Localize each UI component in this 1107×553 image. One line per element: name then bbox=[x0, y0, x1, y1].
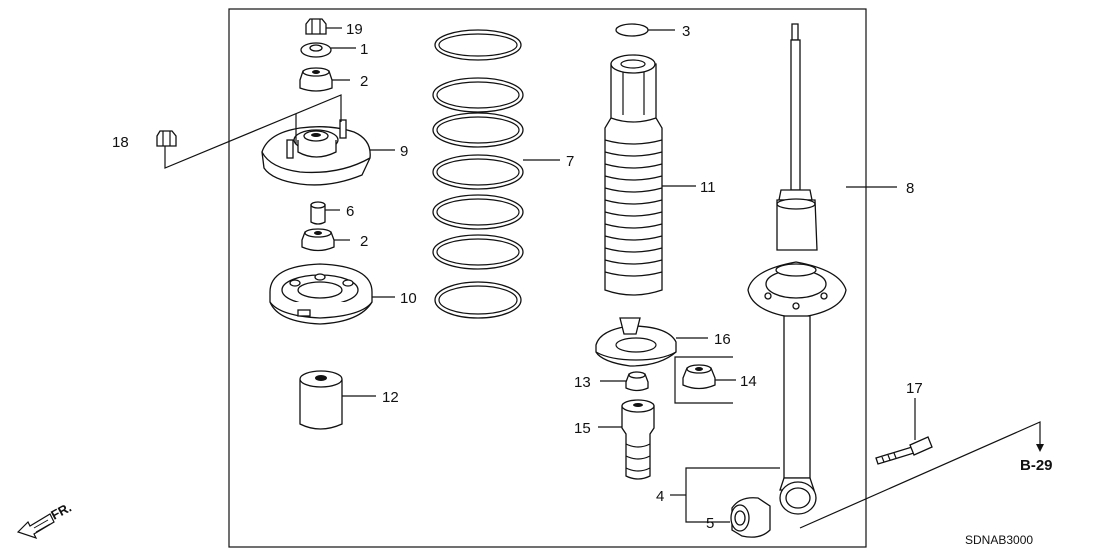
callout-17[interactable]: 17 bbox=[906, 380, 923, 397]
front-arrow-icon bbox=[16, 513, 55, 540]
callout-2-upper[interactable]: 2 bbox=[360, 73, 368, 90]
leader-14-bracket bbox=[674, 356, 733, 404]
callout-13[interactable]: 13 bbox=[574, 374, 591, 391]
part-11-dust-boot[interactable] bbox=[604, 54, 663, 296]
part-10-spring-seat[interactable] bbox=[269, 263, 373, 325]
callout-19[interactable]: 19 bbox=[346, 21, 363, 38]
part-16-bracket[interactable] bbox=[595, 317, 677, 367]
part-13-bushing[interactable] bbox=[625, 371, 649, 392]
callout-7[interactable]: 4 bbox=[656, 488, 664, 505]
callout-6[interactable]: 8 bbox=[906, 180, 914, 197]
part-2-bushing-lower[interactable] bbox=[301, 228, 335, 252]
part-8-bushing[interactable] bbox=[730, 497, 771, 538]
part-15-bump-stop[interactable] bbox=[621, 399, 655, 480]
part-18-nut[interactable] bbox=[156, 130, 177, 147]
callout-12[interactable]: 12 bbox=[382, 389, 399, 406]
part-4-stop[interactable] bbox=[310, 201, 326, 225]
callout-9[interactable]: 9 bbox=[400, 143, 408, 160]
leader-b29 bbox=[799, 421, 1041, 529]
callout-15[interactable]: 15 bbox=[574, 420, 591, 437]
part-14-bushing[interactable] bbox=[682, 364, 716, 390]
part-5-coil-spring[interactable] bbox=[432, 29, 524, 319]
assembly-frame bbox=[228, 8, 867, 548]
callout-3[interactable]: 3 bbox=[682, 23, 690, 40]
callout-4[interactable]: 6 bbox=[346, 203, 354, 220]
callout-5[interactable]: 7 bbox=[566, 153, 574, 170]
diagram-code: SDNAB3000 bbox=[965, 533, 1033, 547]
part-19-nut[interactable] bbox=[305, 18, 327, 35]
callout-1[interactable]: 1 bbox=[360, 41, 368, 58]
callout-2-lower[interactable]: 2 bbox=[360, 233, 368, 250]
part-3-washer[interactable] bbox=[615, 23, 649, 37]
callout-8[interactable]: 5 bbox=[706, 515, 714, 532]
part-12-bump-rubber[interactable] bbox=[299, 370, 343, 430]
part-2-bushing-upper[interactable] bbox=[299, 67, 333, 92]
part-1-washer[interactable] bbox=[300, 42, 332, 58]
leader-18 bbox=[164, 94, 342, 169]
callout-18[interactable]: 18 bbox=[112, 134, 129, 151]
reference-b29[interactable]: B-29 bbox=[1020, 457, 1053, 474]
callout-11[interactable]: 11 bbox=[700, 179, 716, 196]
part-6-shock-absorber[interactable] bbox=[747, 23, 847, 515]
part-9-upper-mount[interactable] bbox=[261, 119, 371, 186]
part-17-bolt[interactable] bbox=[875, 436, 933, 465]
arrow-b29-icon bbox=[1036, 444, 1044, 452]
callout-16[interactable]: 16 bbox=[714, 331, 731, 348]
callout-10[interactable]: 10 bbox=[400, 290, 417, 307]
callout-14[interactable]: 14 bbox=[740, 373, 757, 390]
